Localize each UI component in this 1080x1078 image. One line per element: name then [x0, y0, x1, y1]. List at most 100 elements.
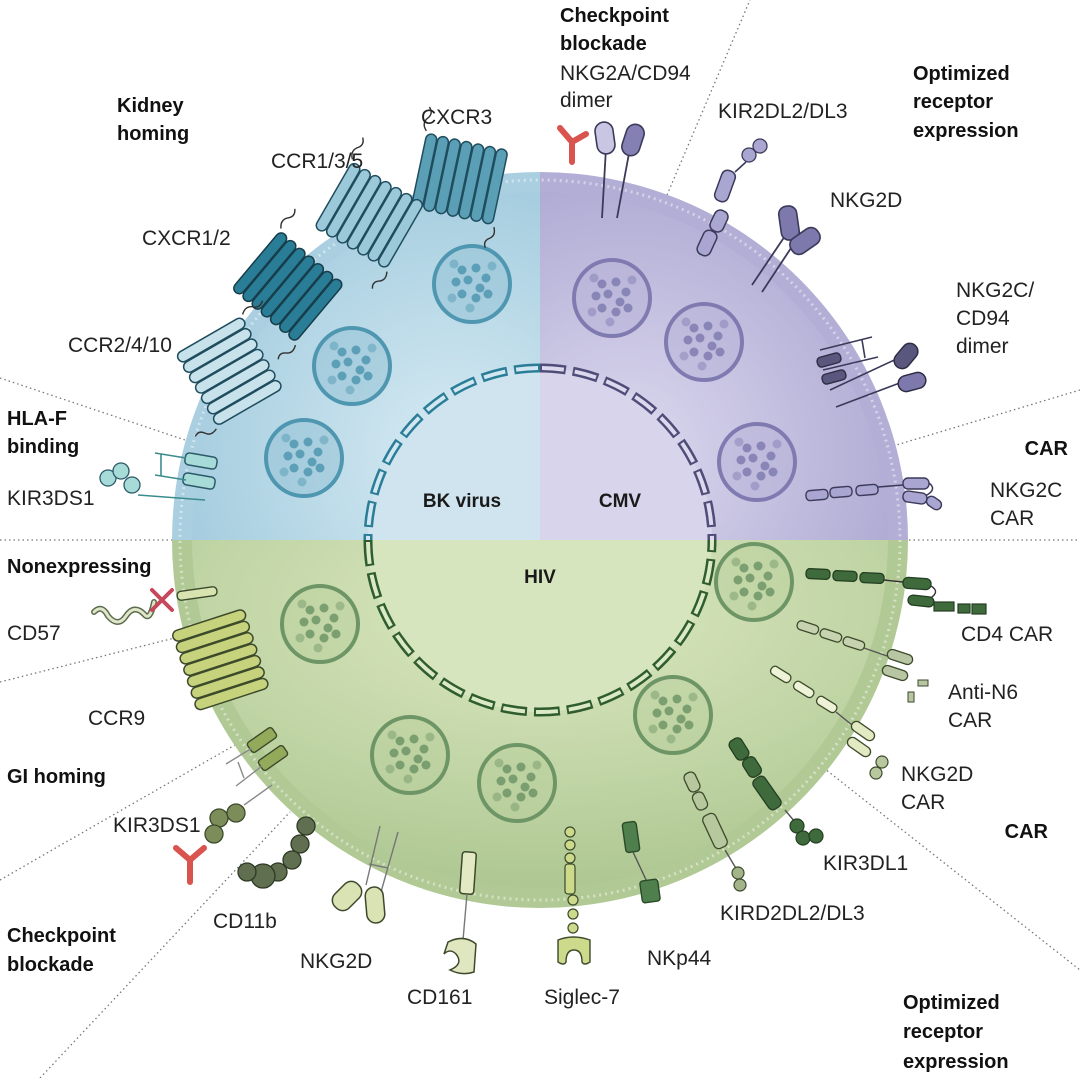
category-optimized-receptor-expression-top: Optimized receptor expression	[913, 63, 1019, 142]
ccr9-receptor	[172, 609, 269, 711]
label-cd57: CD57	[7, 622, 61, 645]
svg-text:HLA-F: HLA-F	[7, 408, 67, 430]
label-cd4-car: CD4 CAR	[961, 623, 1053, 646]
label-nkg2c-cd94-dimer: NKG2C/ CD94 dimer	[956, 279, 1034, 358]
svg-text:Anti-N6: Anti-N6	[948, 681, 1018, 704]
label-cd161: CD161	[407, 986, 472, 1009]
siglec7-receptor	[557, 826, 591, 965]
label-kir3ds1-bottom: KIR3DS1	[113, 814, 201, 837]
category-nonexpressing: Nonexpressing	[7, 556, 151, 578]
cxcr1-2-receptor	[233, 208, 343, 360]
vesicle	[717, 422, 797, 502]
bk-virus-label: BK virus	[423, 491, 501, 512]
svg-text:binding: binding	[7, 436, 79, 458]
svg-text:Kidney: Kidney	[117, 95, 185, 117]
vesicle	[477, 743, 557, 823]
vesicle	[370, 715, 450, 795]
blocked-x-icon	[150, 588, 174, 612]
nkg2c-cd94-receptor	[816, 336, 927, 408]
label-cxcr3: CXCR3	[421, 106, 492, 129]
label-nkg2d-top: NKG2D	[830, 189, 902, 212]
category-optimized-receptor-expression-bottom: Optimized receptor expression	[903, 992, 1009, 1073]
svg-text:expression: expression	[913, 120, 1019, 142]
svg-text:Checkpoint: Checkpoint	[560, 5, 669, 27]
nucleus	[363, 363, 717, 717]
vesicle	[264, 418, 344, 498]
vesicle	[432, 244, 512, 324]
svg-text:NKG2C: NKG2C	[990, 479, 1062, 502]
label-nkg2d-bottom: NKG2D	[300, 950, 372, 973]
svg-text:receptor: receptor	[903, 1021, 983, 1043]
svg-text:NKG2A/CD94: NKG2A/CD94	[560, 62, 691, 85]
label-nkg2a-cd94-dimer: NKG2A/CD94 dimer	[560, 62, 691, 112]
vesicle	[312, 326, 392, 406]
svg-text:Optimized: Optimized	[913, 63, 1010, 85]
nkg2d-car-receptor	[769, 665, 889, 780]
cd57-receptor	[91, 586, 218, 625]
label-kird2dl2-dl3: KIRD2DL2/DL3	[720, 902, 865, 925]
label-siglec7: Siglec-7	[544, 986, 620, 1009]
label-anti-n6-car: Anti-N6 CAR	[948, 681, 1018, 732]
nkg2d-bottom-receptor	[331, 825, 399, 924]
cd11b-receptor	[237, 816, 316, 889]
kir3ds1-bottom-receptor	[204, 726, 289, 844]
label-ccr9: CCR9	[88, 707, 145, 730]
label-cd11b: CD11b	[213, 910, 277, 933]
checkpoint-antibody-top	[557, 125, 589, 165]
kir2dl2-dl3-receptor	[696, 138, 768, 257]
svg-text:NKG2D: NKG2D	[901, 763, 973, 786]
category-checkpoint-blockade-top: Checkpoint blockade	[560, 5, 669, 55]
nkg2d-top-receptor	[751, 205, 821, 293]
label-ccr2-4-10: CCR2/4/10	[68, 334, 172, 357]
checkpoint-antibody-bottom	[173, 845, 207, 885]
anti-n6-car-receptor	[796, 620, 929, 703]
svg-text:NKG2C/: NKG2C/	[956, 279, 1034, 302]
svg-text:dimer: dimer	[956, 335, 1009, 358]
category-car-top: CAR	[1025, 438, 1069, 460]
vesicle	[280, 584, 360, 664]
label-nkg2c-car: NKG2C CAR	[990, 479, 1062, 530]
svg-text:dimer: dimer	[560, 89, 613, 112]
category-gi-homing: GI homing	[7, 766, 106, 788]
svg-text:CD94: CD94	[956, 307, 1010, 330]
label-kir3dl1: KIR3DL1	[823, 852, 908, 875]
category-kidney-homing: Kidney homing	[117, 95, 189, 145]
category-car-bottom: CAR	[1005, 821, 1049, 843]
cxcr3-receptor	[411, 106, 508, 248]
label-nkp44: NKp44	[647, 947, 712, 970]
label-ccr1-3-5: CCR1/3/5	[271, 150, 363, 173]
svg-text:blockade: blockade	[7, 954, 94, 976]
vesicles	[264, 244, 797, 823]
vesicle	[664, 302, 744, 382]
vesicle	[714, 542, 794, 622]
svg-text:CAR: CAR	[948, 709, 992, 732]
category-checkpoint-blockade-bottom: Checkpoint blockade	[7, 925, 116, 976]
ccr1-3-5-receptor	[315, 137, 423, 289]
label-nkg2d-car: NKG2D CAR	[901, 763, 973, 814]
svg-text:homing: homing	[117, 123, 189, 145]
svg-text:blockade: blockade	[560, 33, 647, 55]
cd4-car-receptor	[805, 567, 987, 615]
chemokine-receptors	[176, 106, 508, 437]
ccr2-4-10-receptor	[176, 300, 282, 437]
nkg2c-car-receptor	[805, 477, 943, 511]
svg-text:Checkpoint: Checkpoint	[7, 925, 116, 947]
svg-text:receptor: receptor	[913, 91, 993, 113]
kir3ds1-top-receptor	[99, 452, 218, 501]
hiv-label: HIV	[524, 567, 556, 588]
svg-text:CAR: CAR	[901, 791, 945, 814]
kir3dl1-receptor	[728, 737, 824, 846]
label-cxcr1-2: CXCR1/2	[142, 227, 231, 250]
cmv-label: CMV	[599, 491, 642, 512]
label-kir3ds1-top: KIR3DS1	[7, 487, 95, 510]
label-kir2dl2-dl3: KIR2DL2/DL3	[718, 100, 848, 123]
nkp44-receptor	[621, 820, 661, 904]
svg-text:CAR: CAR	[990, 507, 1034, 530]
svg-text:Optimized: Optimized	[903, 992, 1000, 1014]
vesicle	[572, 258, 652, 338]
nkg2a-cd94-receptor	[594, 121, 645, 219]
category-hla-f-binding: HLA-F binding	[7, 408, 79, 458]
svg-text:expression: expression	[903, 1051, 1009, 1073]
